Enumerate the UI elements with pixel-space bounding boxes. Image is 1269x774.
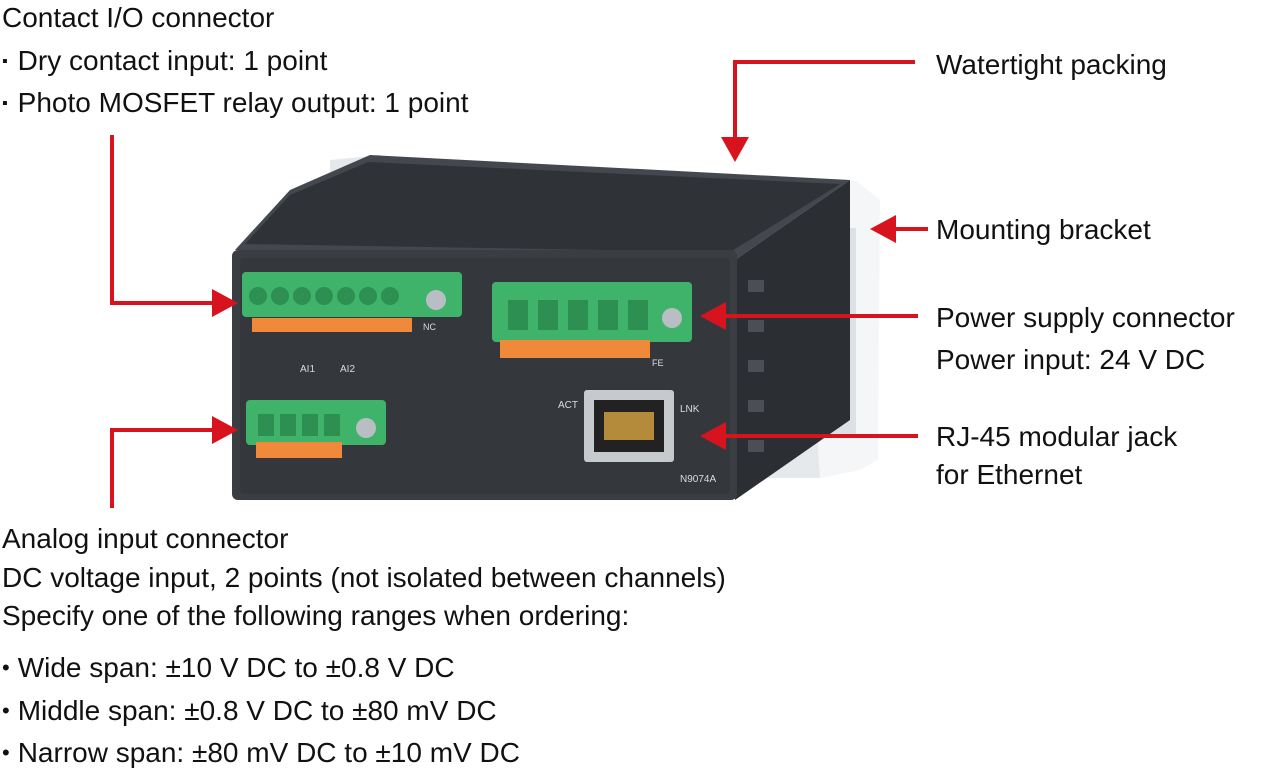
model-label: N9074A [680,474,716,485]
rj45-jack-shape [584,390,674,462]
callout-arrows [110,60,928,508]
range-middle: Middle span: ±0.8 V DC to ±80 mV DC [2,697,497,725]
analog-connector-shape [246,400,386,458]
range-wide: Wide span: ±10 V DC to ±0.8 V DC [2,654,455,682]
power-detail: Power input: 24 V DC [936,344,1206,375]
bracket-label: Mounting bracket [936,214,1151,245]
housing-top [235,155,850,260]
power-title: Power supply connector [936,302,1235,333]
lnk-label: LNK [680,404,700,415]
analog-line1: DC voltage input, 2 points (not isolated… [2,562,726,593]
watertight-label: Watertight packing [936,49,1167,80]
contact-io-connector-shape [242,272,462,332]
rj45-detail: for Ethernet [936,459,1083,490]
contact-io-item-2: Photo MOSFET relay output: 1 point [2,89,469,117]
ai1-label: AI1 [300,364,315,375]
ai2-label: AI2 [340,364,355,375]
analog-line2: Specify one of the following ranges when… [2,600,630,631]
act-label: ACT [558,400,578,411]
analog-title: Analog input connector [2,523,289,554]
fe-label: FE [652,358,664,368]
nc-label: NC [423,322,436,332]
power-connector-shape [492,282,692,358]
range-narrow: Narrow span: ±80 mV DC to ±10 mV DC [2,739,520,767]
contact-io-title: Contact I/O connector [2,2,275,33]
housing-side [735,180,850,500]
rj45-title: RJ-45 modular jack [936,421,1178,452]
contact-io-item-1: Dry contact input: 1 point [2,47,328,75]
